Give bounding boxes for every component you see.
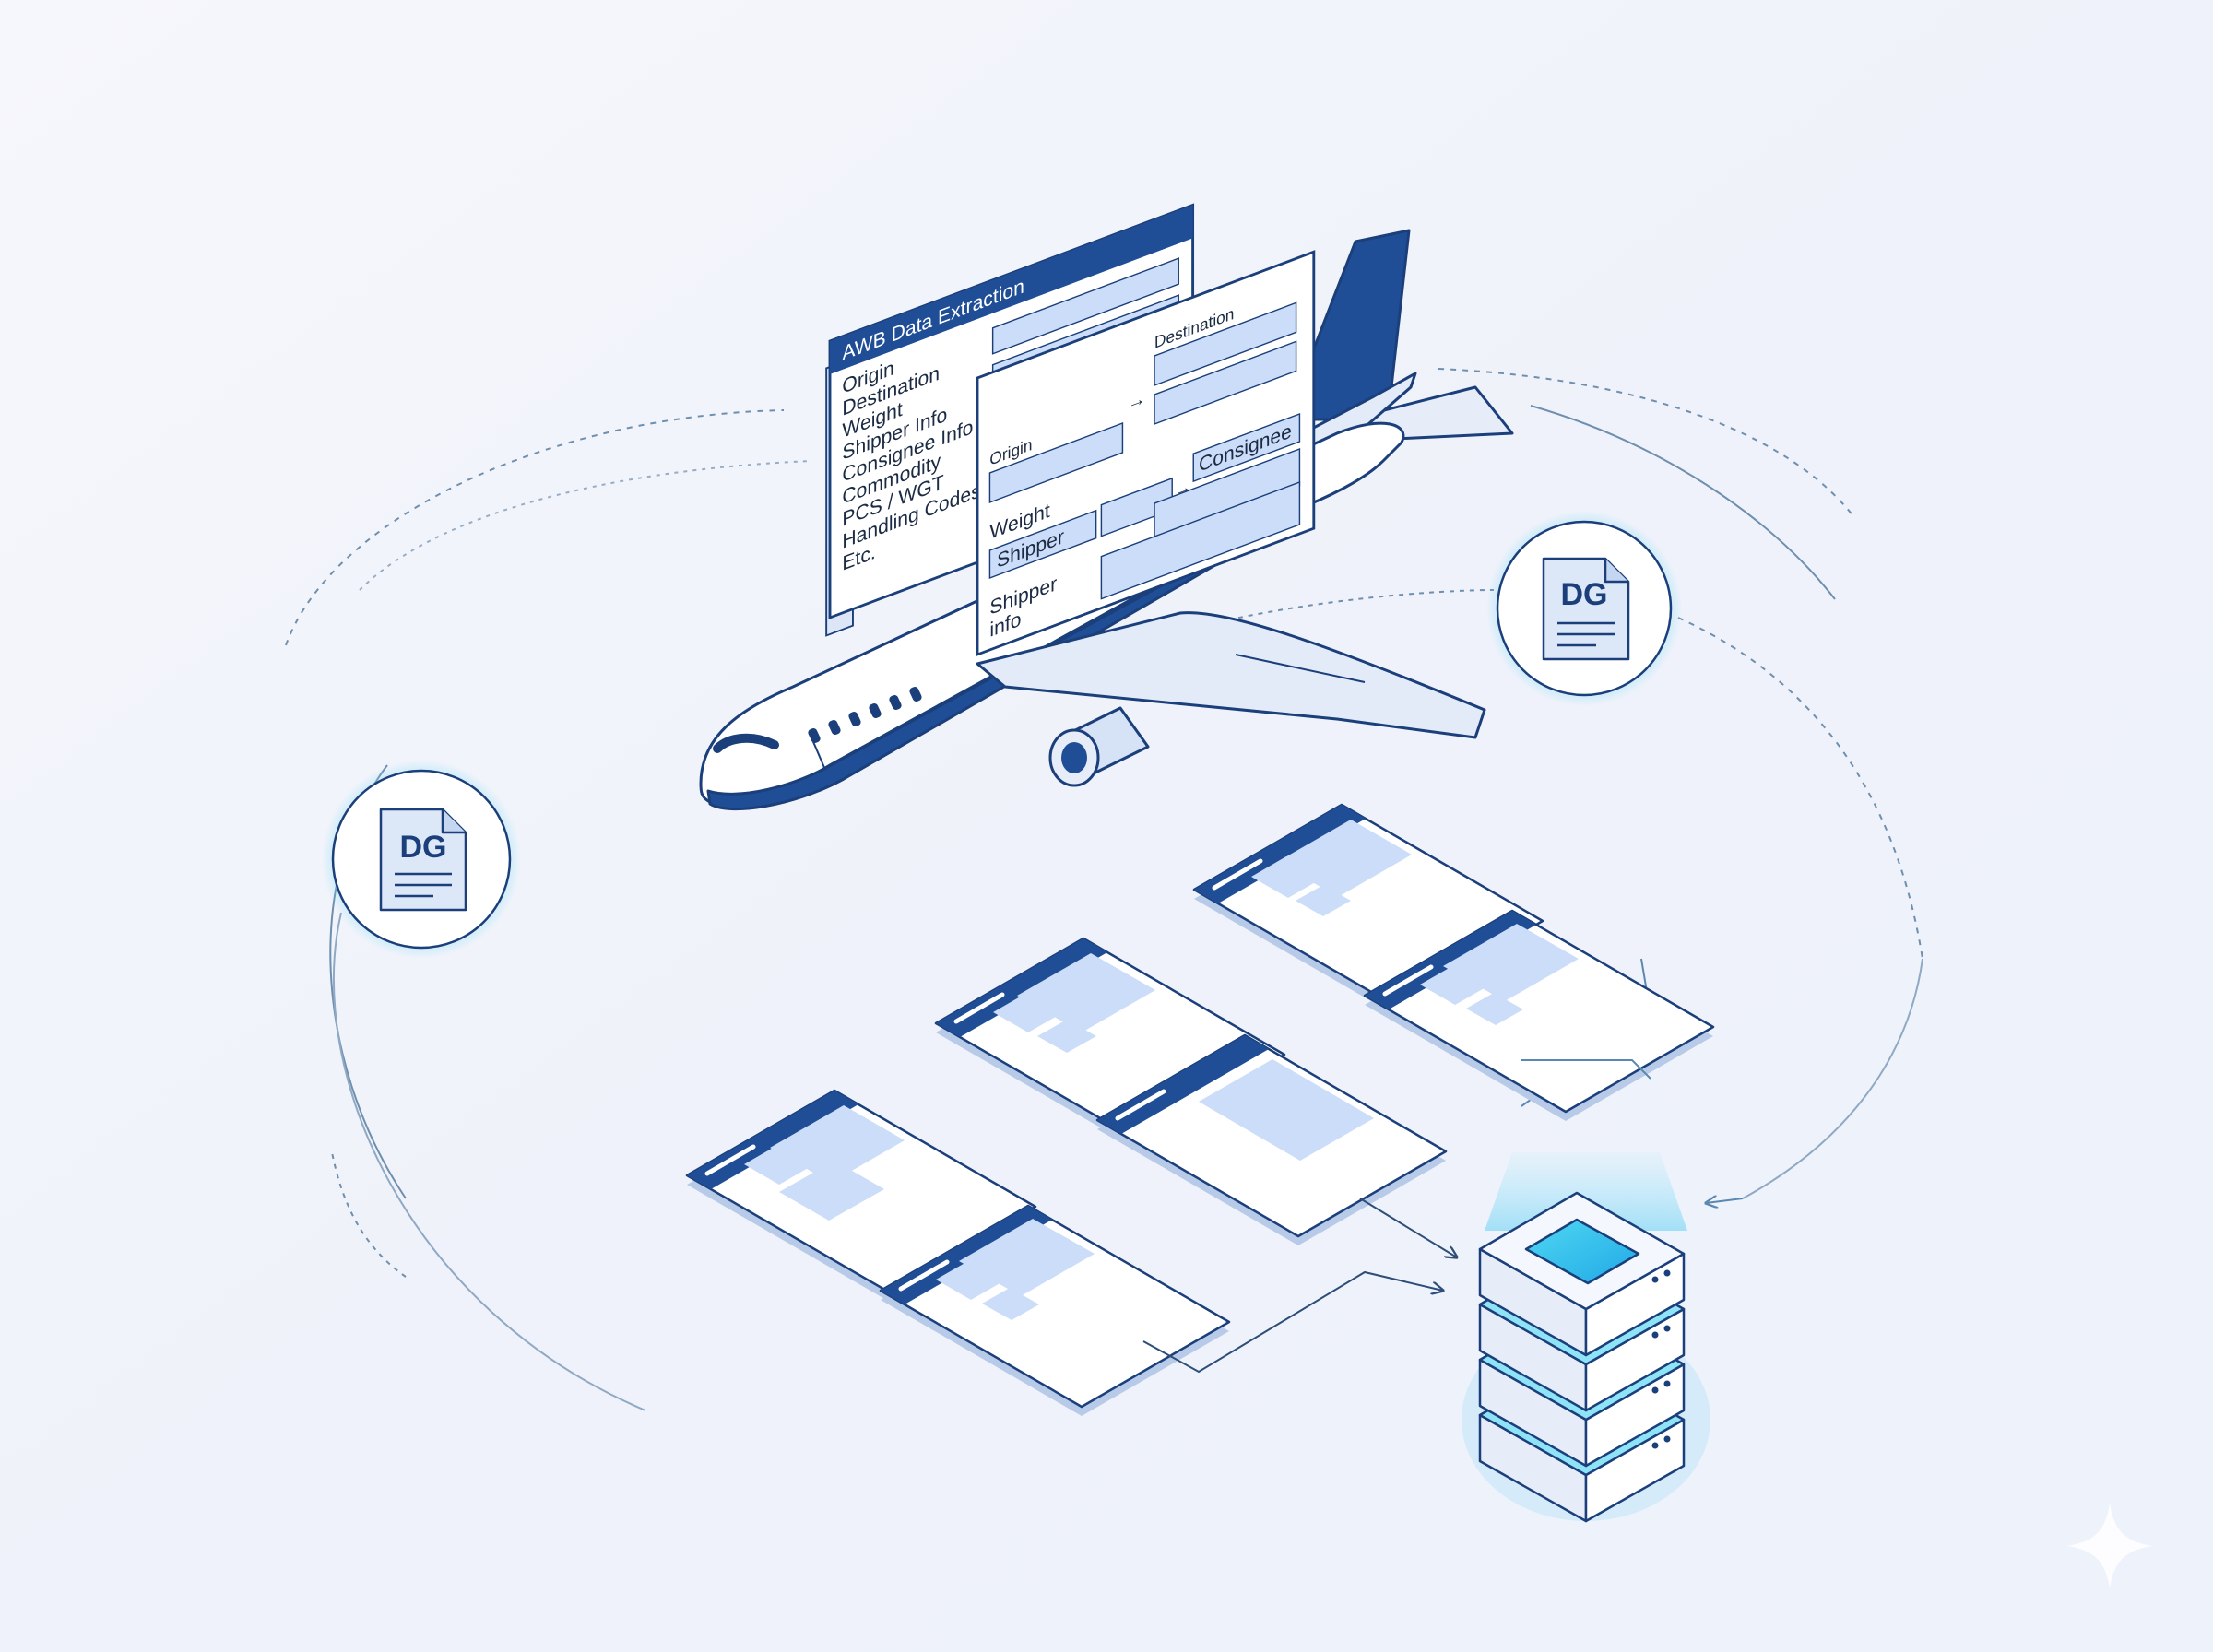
document-card (936, 938, 1284, 1149)
document-icon (379, 808, 467, 912)
document-card (1365, 911, 1713, 1121)
server-stack-icon (1462, 1152, 1710, 1523)
dg-label-left: DG (400, 830, 447, 865)
document-cards (687, 805, 1713, 1416)
document-card (1194, 805, 1543, 1015)
connector-arrows (1142, 1059, 1744, 1374)
form-arrow: → (1128, 388, 1145, 415)
document-card (1097, 1035, 1446, 1245)
engine (1048, 706, 1150, 787)
form-panel: Destination Origin → Weight Shipper → Co… (976, 250, 1316, 657)
dg-badge-left: DG (322, 760, 521, 959)
document-card (881, 1206, 1229, 1416)
server-unit-top (1478, 1191, 1686, 1357)
dg-badge-right: DG (1486, 511, 1682, 706)
cabin-windows (808, 686, 922, 744)
sparkle-icon (2066, 1503, 2153, 1589)
document-icon (1542, 557, 1630, 661)
dg-label-right: DG (1561, 577, 1608, 612)
document-card (687, 1091, 1035, 1301)
